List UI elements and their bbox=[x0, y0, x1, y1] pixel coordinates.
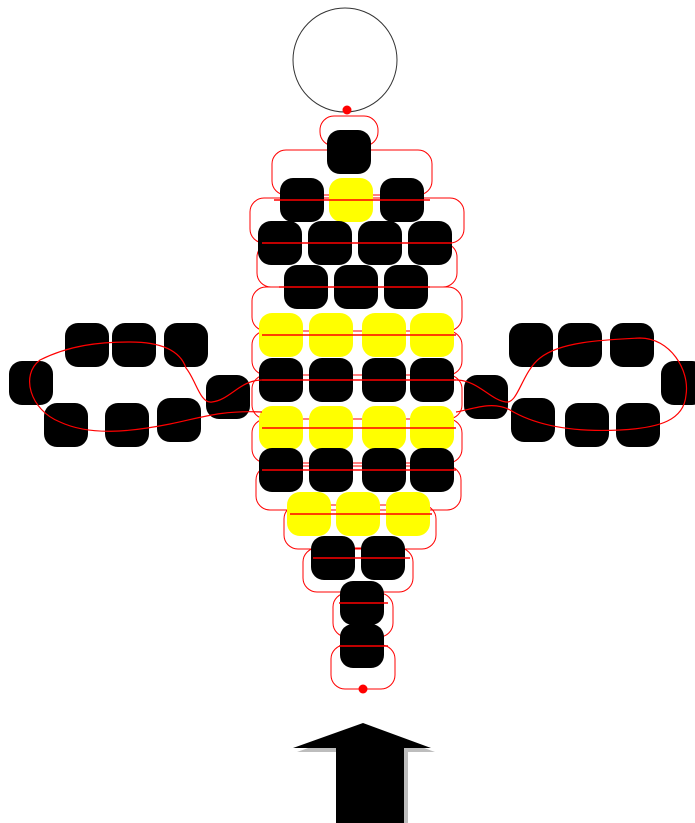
right-wing-bead-7 bbox=[565, 403, 609, 447]
hanging-ring bbox=[293, 8, 397, 112]
bead-black-r1-b1 bbox=[327, 130, 371, 174]
beads bbox=[9, 130, 695, 668]
left-wing-bead-7 bbox=[105, 403, 149, 447]
thread-start-dot bbox=[343, 106, 352, 115]
hanging-ring-circle bbox=[293, 8, 397, 112]
thread-end-dot bbox=[359, 685, 368, 694]
left-wing-bead-2 bbox=[112, 323, 156, 367]
right-wing-bead-3 bbox=[610, 323, 654, 367]
start-arrow bbox=[293, 723, 435, 823]
right-wing-bead-5 bbox=[464, 375, 508, 419]
start-arrow-shape bbox=[293, 723, 431, 823]
left-wing-bead-4 bbox=[9, 361, 53, 405]
right-wing-bead-8 bbox=[616, 403, 660, 447]
right-wing-bead-2 bbox=[558, 323, 602, 367]
left-wing-bead-3 bbox=[164, 323, 208, 367]
right-wing-bead-1 bbox=[509, 323, 553, 367]
left-wing-bead-8 bbox=[157, 398, 201, 442]
right-wing-bead-4 bbox=[661, 361, 695, 405]
